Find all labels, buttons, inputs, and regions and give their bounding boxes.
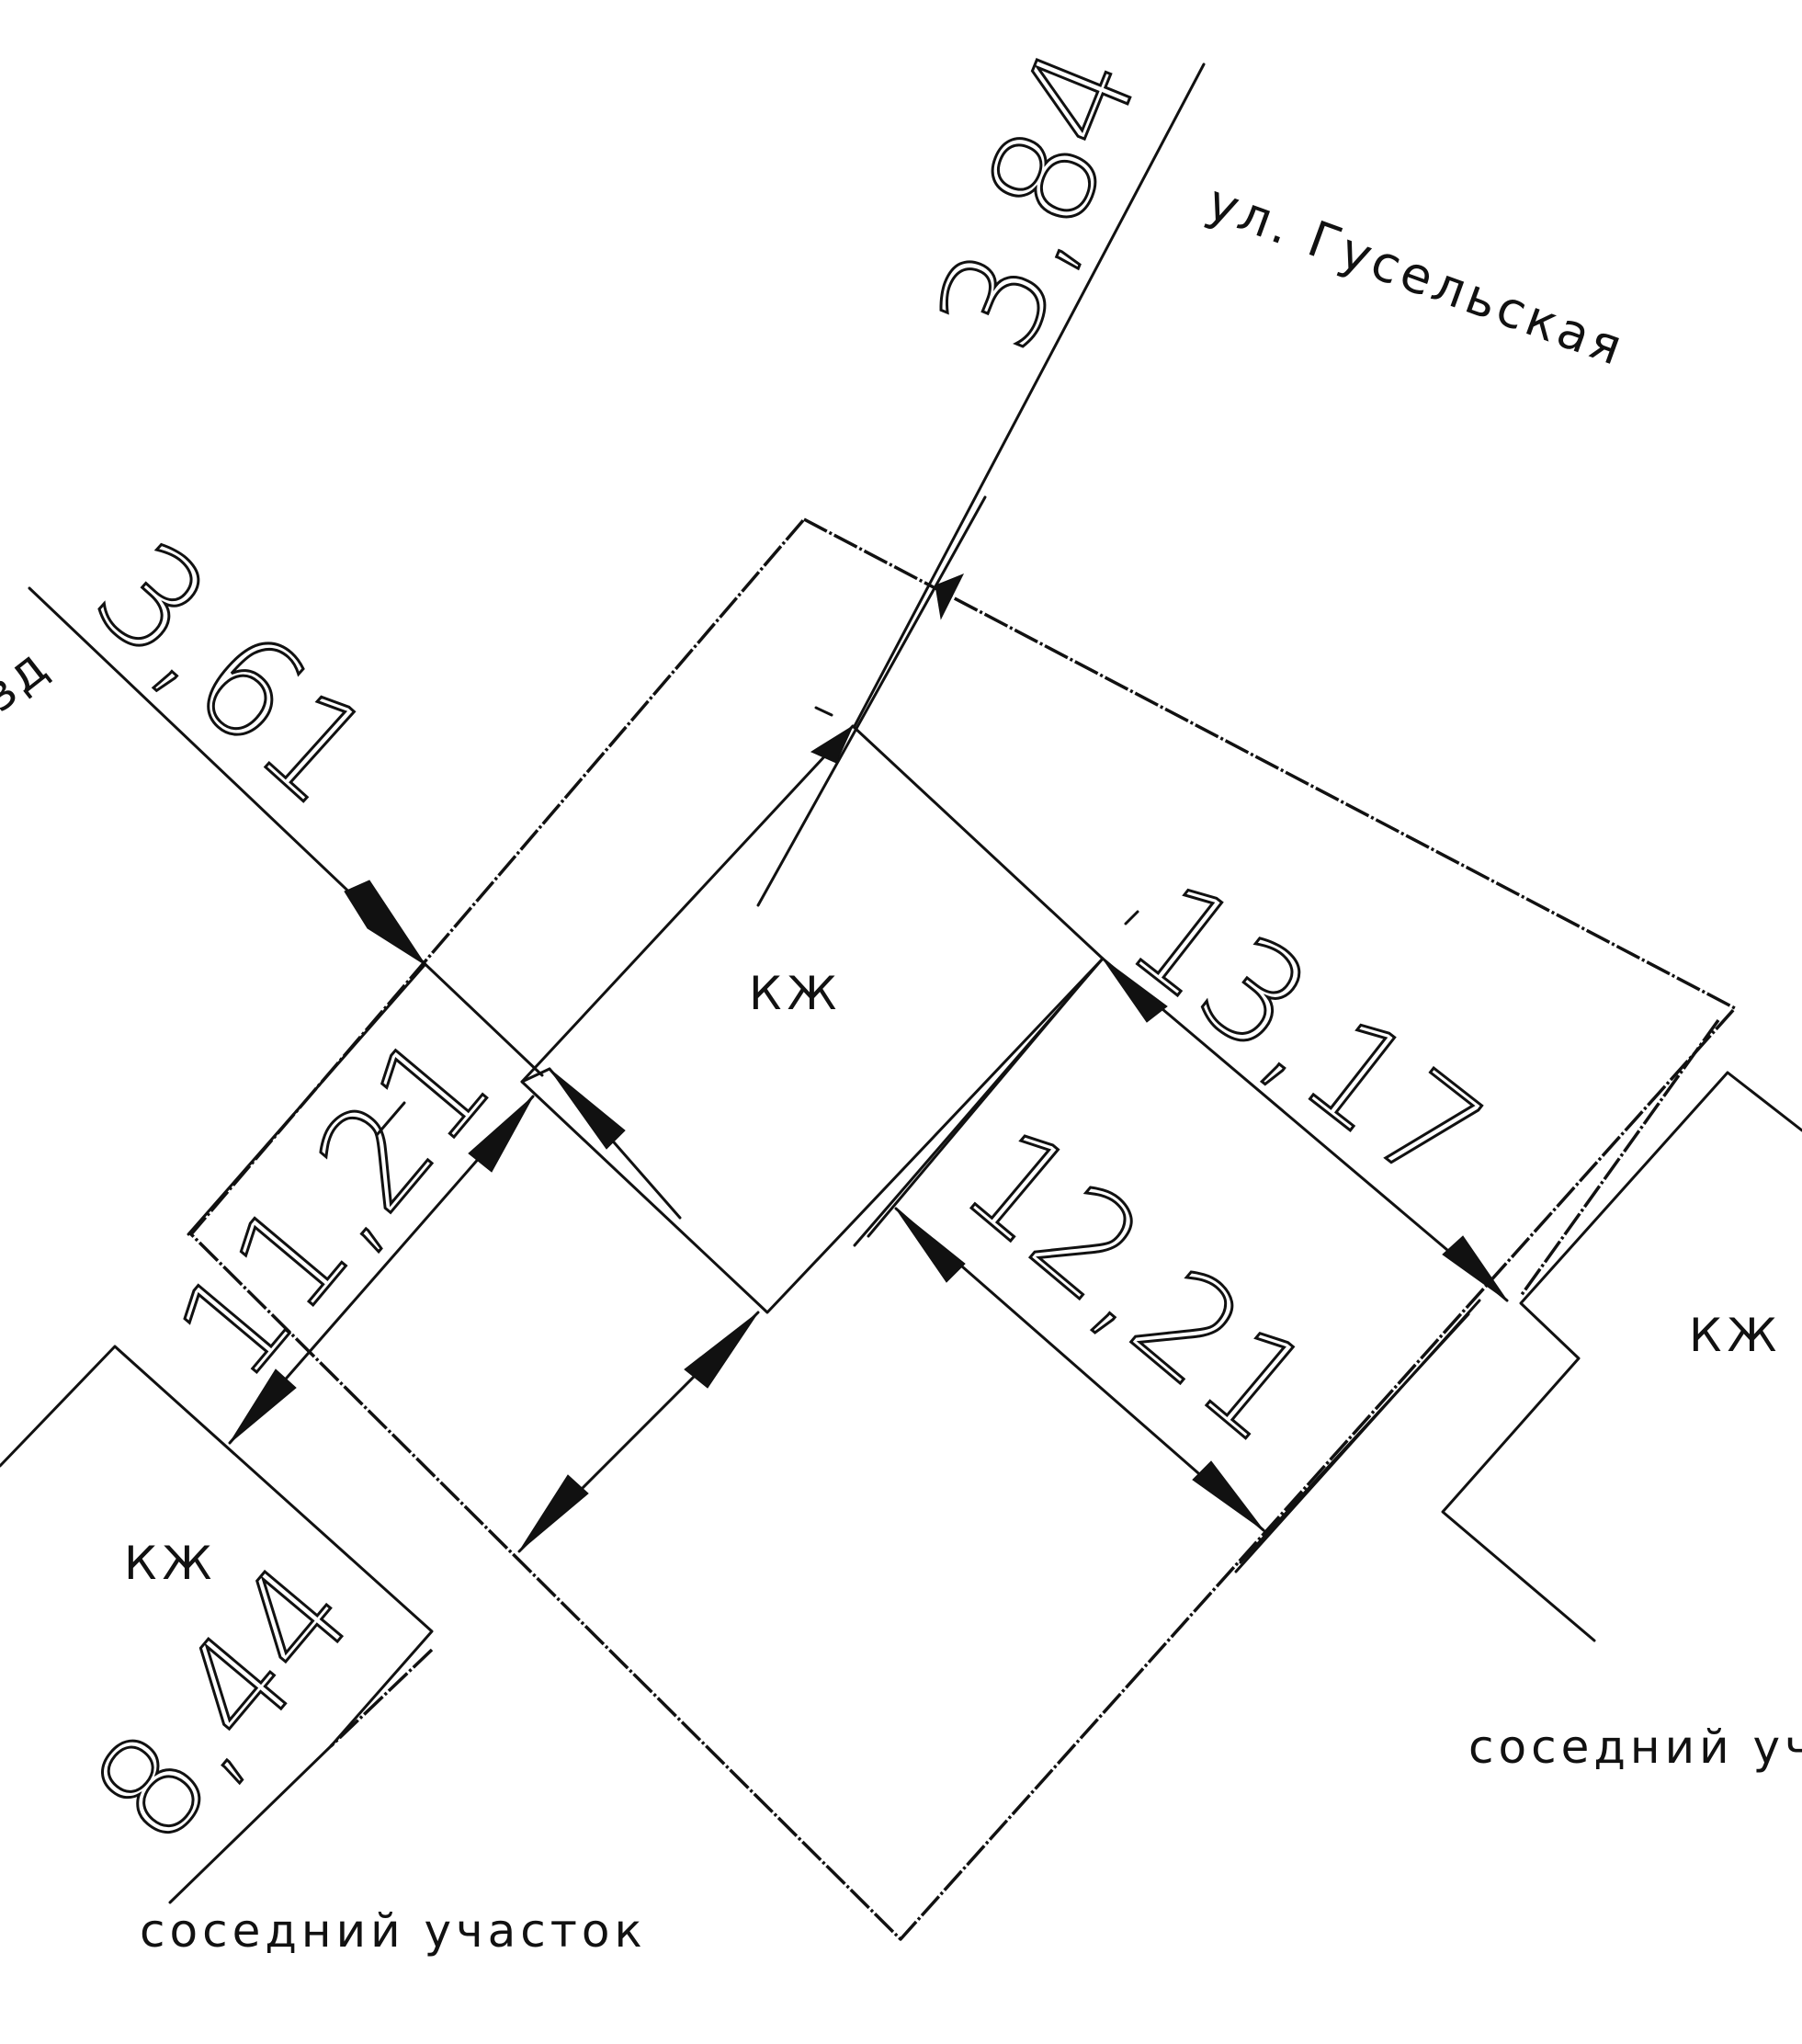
dim-line-extra xyxy=(375,1101,406,1137)
dim-line-1384 xyxy=(756,495,987,907)
parcel-boundary-inner xyxy=(1519,1018,1720,1298)
proezd-line xyxy=(28,586,544,1077)
dim-line-1317 xyxy=(1101,957,1509,1302)
tick-1 xyxy=(814,706,833,717)
parcel-boundary-inner-2 xyxy=(329,1648,434,1748)
arrow-6 xyxy=(895,1208,966,1283)
dim-text-left-top: 3,61 xyxy=(65,512,401,836)
dim-text-middle: 12,21 xyxy=(935,1097,1340,1473)
arrow-2 xyxy=(810,724,855,764)
arrow-5 xyxy=(1442,1235,1508,1301)
right-neighbor-building xyxy=(1441,1071,1802,1642)
left-neighbor-building xyxy=(0,1345,434,1748)
arrow-7 xyxy=(1192,1460,1264,1531)
building-label-left: КЖ xyxy=(124,1537,217,1590)
dim-text-bottom-left: 8,44 xyxy=(63,1535,383,1873)
arrow-3 xyxy=(344,880,426,966)
parcel-boundary xyxy=(189,517,1737,1941)
building-label-main: КЖ xyxy=(749,967,842,1020)
street-label-gusel: ул. Гусельская xyxy=(1200,173,1633,378)
arrow-10 xyxy=(684,1312,759,1389)
building-label-right: КЖ xyxy=(1689,1309,1782,1362)
annex-line-2 xyxy=(867,972,1091,1238)
dim-text-top: 3,84 xyxy=(907,27,1170,371)
tick-2 xyxy=(1124,910,1139,925)
neighbor-label-right: соседний участок xyxy=(1468,1720,1802,1774)
arrow-12 xyxy=(549,1068,626,1150)
arrow-8 xyxy=(468,1096,534,1173)
arrow-9 xyxy=(229,1368,297,1444)
arrow-1 xyxy=(935,573,965,620)
gusel-street-line xyxy=(853,62,1206,728)
annex-line-4 xyxy=(1239,1312,1470,1564)
main-building-outline xyxy=(520,724,1105,1314)
dim-text-right-long: 13,17 xyxy=(1101,851,1511,1220)
arrow-4 xyxy=(1102,958,1168,1023)
left-neighbor-edge xyxy=(168,1744,333,1904)
arrow-11 xyxy=(518,1474,589,1552)
street-label-proezd: проезд xyxy=(0,636,61,810)
left-dim-line xyxy=(187,963,426,1236)
main-building-porch xyxy=(520,1067,551,1084)
neighbor-label-left: соседний участок xyxy=(140,1904,647,1958)
